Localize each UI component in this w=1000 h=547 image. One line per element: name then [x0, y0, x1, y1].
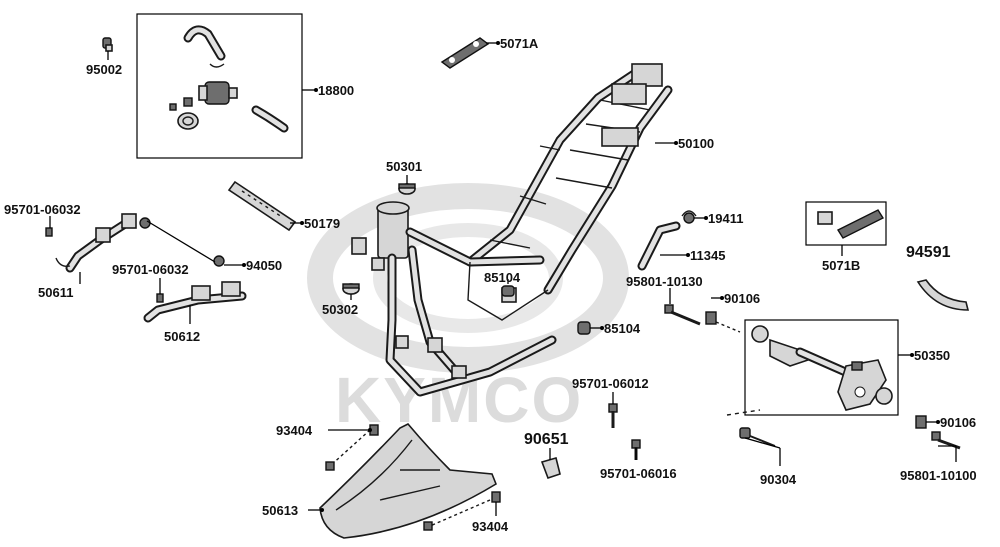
part-19411-clamp: [681, 210, 697, 224]
label-93404-b: 93404: [472, 519, 509, 534]
watermark: KYMCO: [307, 183, 629, 436]
part-90651-clip: [540, 457, 561, 480]
label-19411: 19411: [708, 211, 743, 226]
label-18800: 18800: [318, 83, 354, 98]
label-95801-10130: 95801-10130: [626, 274, 703, 289]
part-labels: 95002 18800 5071A 50100 50301 50179 9570…: [4, 36, 977, 534]
part-90106-washer-a: [705, 311, 741, 333]
label-94050: 94050: [246, 258, 282, 273]
kit-50350-box: [744, 319, 899, 416]
part-5071B-bracket-kit: [817, 209, 885, 239]
label-50350: 50350: [914, 348, 950, 363]
part-11345-hose: [637, 221, 681, 271]
dashed-line-50350: [726, 409, 761, 416]
label-95801-10100: 95801-10100: [900, 468, 977, 483]
label-5071A: 5071A: [500, 36, 539, 51]
label-90651: 90651: [524, 431, 569, 448]
label-5071B: 5071B: [822, 258, 860, 273]
part-5071A-bracket: [440, 37, 490, 69]
part-90304-nut: [739, 427, 776, 447]
label-93404-a: 93404: [276, 423, 313, 438]
part-90106-washer-b: [915, 415, 927, 429]
part-50350-engine-hanger: [751, 325, 893, 411]
label-50612: 50612: [164, 329, 200, 344]
label-85104-a: 85104: [484, 270, 521, 285]
part-94591-strap: [916, 279, 970, 311]
part-50613-under-cover: [319, 423, 497, 539]
leader-dots: [242, 41, 940, 512]
part-50301-cap: [398, 183, 416, 195]
part-85104-bushing-a: [501, 285, 515, 297]
part-18800-hose-kit: [169, 25, 289, 133]
part-95801-10130-bolt: [664, 304, 701, 326]
label-90106-b: 90106: [940, 415, 976, 430]
label-11345: 11345: [690, 248, 725, 263]
label-85104-b: 85104: [604, 321, 641, 336]
label-50301: 50301: [386, 159, 422, 174]
label-95701-06032-a: 95701-06032: [4, 202, 81, 217]
label-95701-06032-b: 95701-06032: [112, 262, 189, 277]
part-50611-bracket: [45, 213, 151, 273]
label-50100: 50100: [678, 136, 714, 151]
label-94591: 94591: [906, 244, 951, 261]
label-90304: 90304: [760, 472, 797, 487]
label-95701-06016: 95701-06016: [600, 466, 677, 481]
label-50613: 50613: [262, 503, 298, 518]
part-50179-strip: [227, 180, 297, 232]
part-50100-main-frame: [351, 63, 673, 397]
part-85104-bushing-b: [577, 321, 591, 335]
label-50302: 50302: [322, 302, 358, 317]
label-50611: 50611: [38, 285, 73, 300]
part-95701-06012-bolt: [608, 403, 618, 428]
label-95701-06012: 95701-06012: [572, 376, 649, 391]
label-95002: 95002: [86, 62, 122, 77]
kit-5071B-box: [805, 201, 887, 246]
label-90106-a: 90106: [724, 291, 760, 306]
part-50612-bracket: [143, 255, 247, 323]
part-95002-clip: [102, 37, 113, 52]
part-50302-cap: [342, 283, 360, 295]
kit-18800-box: [136, 13, 303, 159]
label-50179: 50179: [304, 216, 340, 231]
